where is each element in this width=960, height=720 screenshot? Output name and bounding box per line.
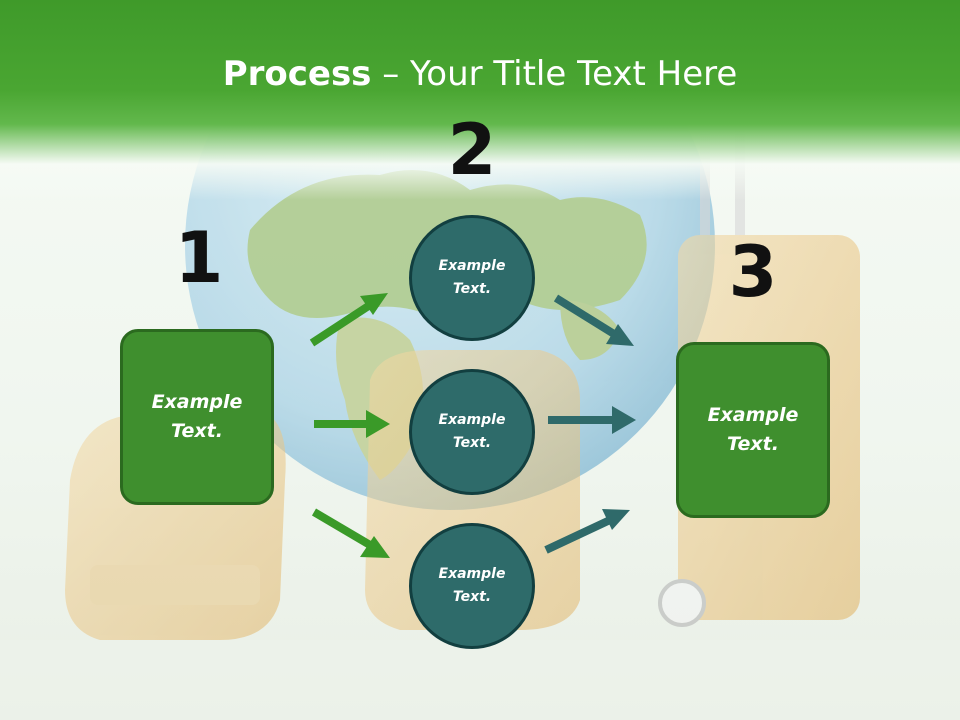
arrow-bottom-to-right (544, 509, 630, 554)
arrow-left-to-top (309, 293, 388, 347)
arrow-left-to-bottom (311, 508, 390, 558)
title-band (0, 0, 960, 200)
arrow-left-to-middle (314, 410, 390, 438)
title-rest: – Your Title Text Here (371, 54, 738, 94)
step-number-3: 3 (728, 231, 778, 313)
arrow-middle-to-right (548, 406, 636, 434)
slide-title[interactable]: Process – Your Title Text Here (0, 52, 960, 96)
arrow-top-to-right (553, 294, 634, 346)
step-number-1: 1 (174, 217, 224, 299)
title-bold: Process (222, 54, 372, 94)
step-number-2: 2 (447, 109, 497, 191)
